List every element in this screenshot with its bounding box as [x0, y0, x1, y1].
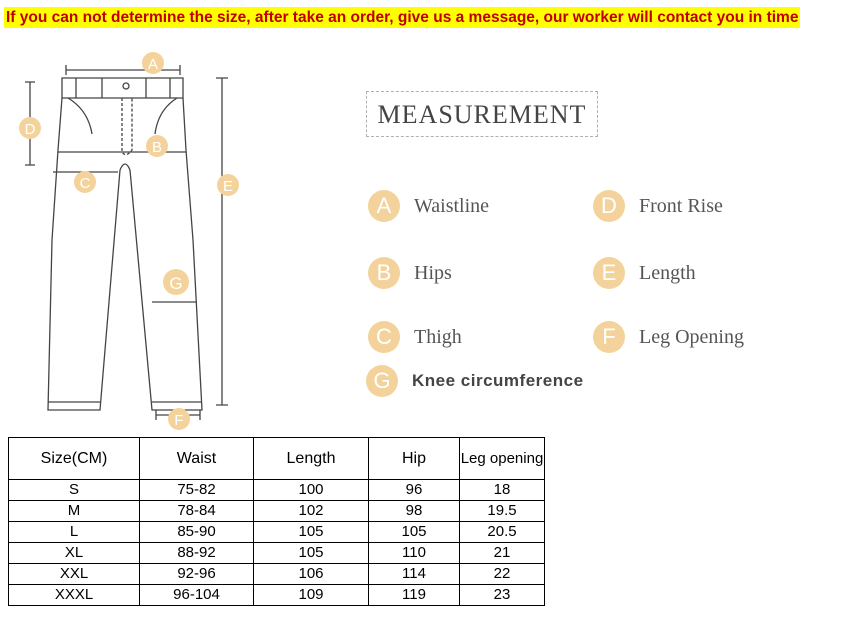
cell-size: L — [8, 521, 140, 543]
cell-hip: 96 — [368, 479, 460, 501]
cell-length: 102 — [253, 500, 369, 522]
diagram-markers: A B C D E F G — [19, 52, 239, 430]
cell-size: XXL — [8, 563, 140, 585]
cell-hip: 119 — [368, 584, 460, 606]
marker-c: C — [80, 175, 91, 192]
cell-hip: 114 — [368, 563, 460, 585]
cell-leg-opening: 20.5 — [459, 521, 545, 543]
marker-f: F — [174, 412, 183, 429]
cell-hip: 110 — [368, 542, 460, 564]
legend-front-rise: D Front Rise — [593, 189, 723, 223]
cell-length: 109 — [253, 584, 369, 606]
badge-e: E — [593, 257, 625, 289]
header-leg-opening: Leg opening — [459, 437, 545, 480]
cell-hip: 98 — [368, 500, 460, 522]
marker-d: D — [25, 121, 36, 138]
cell-hip: 105 — [368, 521, 460, 543]
legend-label: Hips — [414, 261, 452, 284]
legend-leg-opening: F Leg Opening — [593, 320, 744, 354]
measurement-title: MEASUREMENT — [366, 91, 598, 137]
legend-label: Front Rise — [639, 194, 723, 217]
cell-length: 105 — [253, 542, 369, 564]
legend-thigh: C Thigh — [368, 320, 462, 354]
cell-length: 100 — [253, 479, 369, 501]
badge-f: F — [593, 321, 625, 353]
table-row: M 78-84 102 98 19.5 — [8, 500, 545, 522]
legend-label: Thigh — [414, 325, 462, 348]
table-row: XL 88-92 105 110 21 — [8, 542, 545, 564]
table-header-row: Size(CM) Waist Length Hip Leg opening — [8, 437, 545, 480]
notice-banner: If you can not determine the size, after… — [4, 7, 801, 28]
cell-size: S — [8, 479, 140, 501]
cell-size: XXXL — [8, 584, 140, 606]
table-row: XXL 92-96 106 114 22 — [8, 563, 545, 585]
cell-length: 105 — [253, 521, 369, 543]
cell-leg-opening: 22 — [459, 563, 545, 585]
cell-waist: 78-84 — [139, 500, 254, 522]
badge-a: A — [368, 190, 400, 222]
marker-b: B — [152, 139, 162, 156]
cell-leg-opening: 19.5 — [459, 500, 545, 522]
cell-waist: 88-92 — [139, 542, 254, 564]
cell-waist: 96-104 — [139, 584, 254, 606]
cell-waist: 75-82 — [139, 479, 254, 501]
cell-waist: 92-96 — [139, 563, 254, 585]
marker-g: G — [169, 274, 182, 293]
header-length: Length — [253, 437, 369, 480]
badge-d: D — [593, 190, 625, 222]
badge-g: G — [366, 365, 398, 397]
cell-size: M — [8, 500, 140, 522]
legend-waistline: A Waistline — [368, 189, 489, 223]
table-row: L 85-90 105 105 20.5 — [8, 521, 545, 543]
size-table: Size(CM) Waist Length Hip Leg opening S … — [8, 437, 545, 606]
legend-knee-circumference: G Knee circumference — [366, 364, 584, 398]
legend-hips: B Hips — [368, 256, 452, 290]
header-size: Size(CM) — [8, 437, 140, 480]
pants-diagram: A B C D E F G — [19, 52, 239, 430]
cell-leg-opening: 18 — [459, 479, 545, 501]
legend-label: Length — [639, 261, 696, 284]
cell-waist: 85-90 — [139, 521, 254, 543]
legend-label: Leg Opening — [639, 325, 744, 348]
table-row: S 75-82 100 96 18 — [8, 479, 545, 501]
table-row: XXXL 96-104 109 119 23 — [8, 584, 545, 606]
marker-a: A — [148, 56, 158, 73]
badge-c: C — [368, 321, 400, 353]
header-hip: Hip — [368, 437, 460, 480]
cell-length: 106 — [253, 563, 369, 585]
cell-size: XL — [8, 542, 140, 564]
legend-length: E Length — [593, 256, 696, 290]
marker-e: E — [223, 178, 233, 195]
legend-label: Waistline — [414, 194, 490, 217]
legend-label: Knee circumference — [412, 371, 584, 390]
cell-leg-opening: 21 — [459, 542, 545, 564]
cell-leg-opening: 23 — [459, 584, 545, 606]
header-leg-opening-text: Leg opening — [460, 450, 544, 467]
header-waist: Waist — [139, 437, 254, 480]
badge-b: B — [368, 257, 400, 289]
